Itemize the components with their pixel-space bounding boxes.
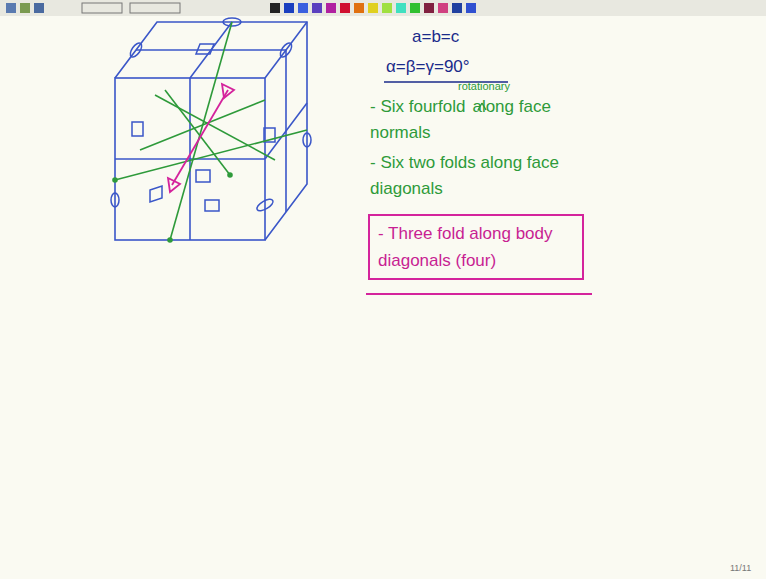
insert-note: rotationary [458,80,510,92]
note: - Six fourfold [370,97,465,116]
equation: a=b=c [412,27,459,46]
note: - Six two folds along face diagonals [370,153,559,198]
twofold-symbols [111,18,311,213]
threefold-axis [168,84,234,192]
fourfold-symbols [132,44,275,211]
note: - Six fourfoldalong face normals [370,94,590,147]
note: - Three fold along body diagonals (four) [378,220,574,274]
rotation-axes [113,22,307,242]
equation: α=β=γ=90° [386,57,470,76]
underline [366,293,592,295]
toolbar-icons [6,3,476,13]
page-number: 11/11 [730,563,751,573]
insert-note: rotationary [458,78,558,95]
page-number: 11/11 [730,562,764,576]
highlight-box: - Three fold along body diagonals (four) [368,214,584,280]
equation: α=β=γ=90° [386,54,536,80]
toolbar [0,0,766,16]
equation: a=b=c [412,24,532,50]
note: - Six two folds along face diagonals [370,150,590,203]
cube-edges [115,22,307,240]
